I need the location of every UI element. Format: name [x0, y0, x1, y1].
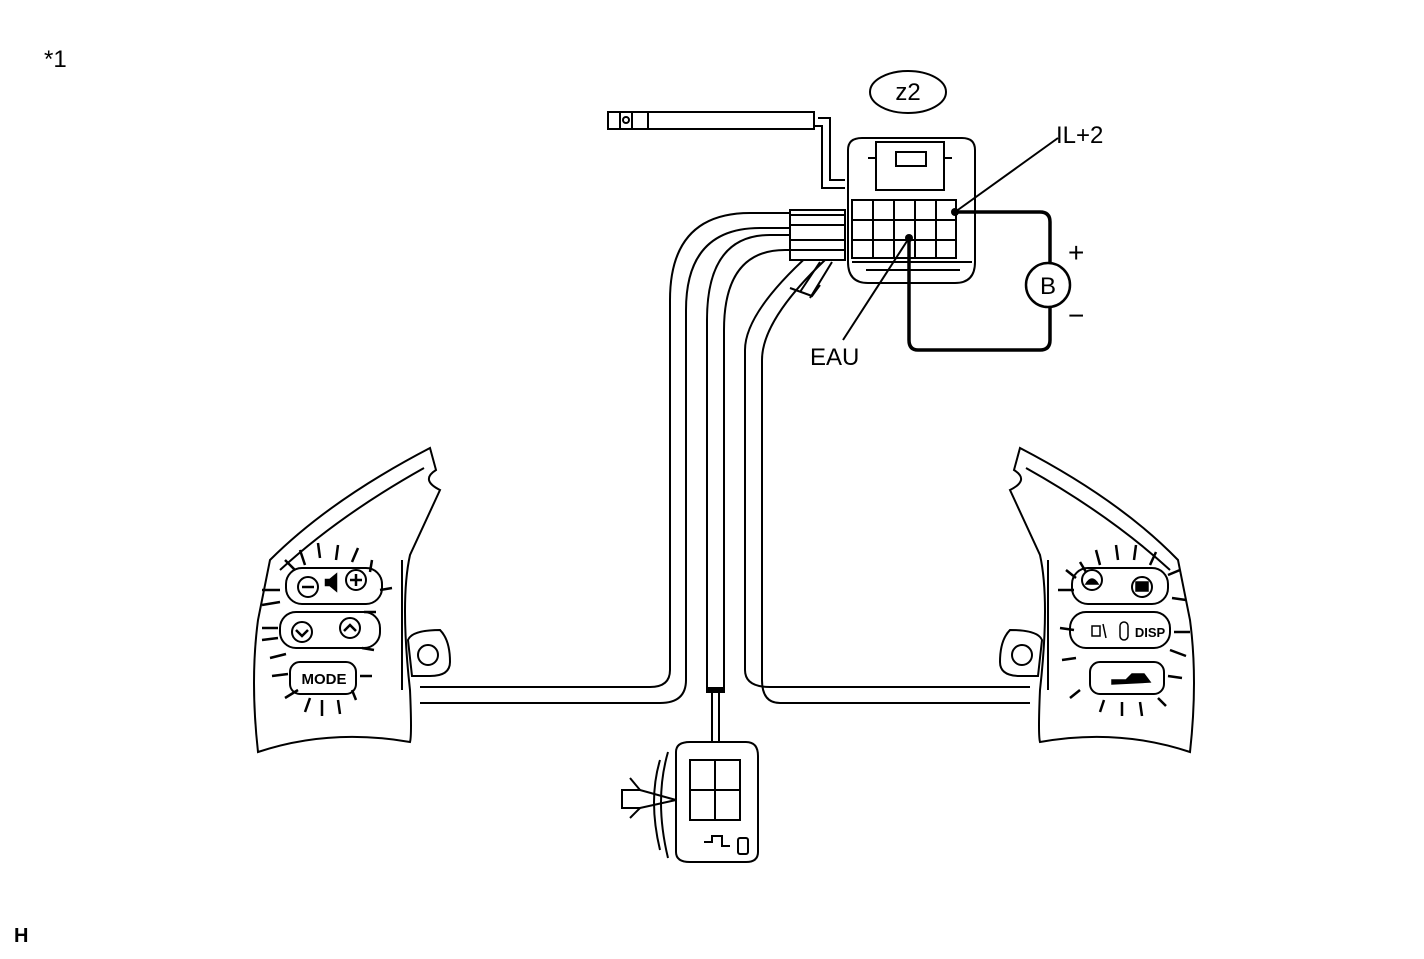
- right-switch-glyphs: [1084, 578, 1152, 685]
- mode-button-label: MODE: [302, 671, 347, 688]
- ref-mark: *1: [44, 46, 67, 73]
- left-illumination-rays: [261, 542, 393, 716]
- lower-connector: [621, 741, 759, 863]
- battery-symbol: B: [1024, 261, 1072, 309]
- pin-eau-label: EAU: [810, 344, 859, 371]
- disp-button-label: DISP: [1135, 625, 1166, 640]
- wire-harness: [420, 111, 1030, 745]
- battery-plus-sign: +: [1068, 237, 1084, 268]
- right-steering-pad-switch: [998, 446, 1195, 754]
- battery-minus-sign: −: [1068, 300, 1084, 331]
- left-switch-glyphs: [295, 572, 362, 638]
- pin-callouts: [842, 137, 1059, 341]
- connector-z2: [847, 137, 976, 284]
- corner-code: H: [14, 925, 28, 947]
- connector-id-badge: z2: [869, 70, 947, 114]
- battery-label: B: [1040, 273, 1056, 300]
- right-illumination-rays: [1058, 544, 1190, 717]
- test-leads: [907, 210, 1052, 352]
- connector-id-label: z2: [895, 79, 920, 106]
- pin-il2-label: IL+2: [1056, 122, 1103, 149]
- left-steering-pad-switch: [253, 446, 452, 754]
